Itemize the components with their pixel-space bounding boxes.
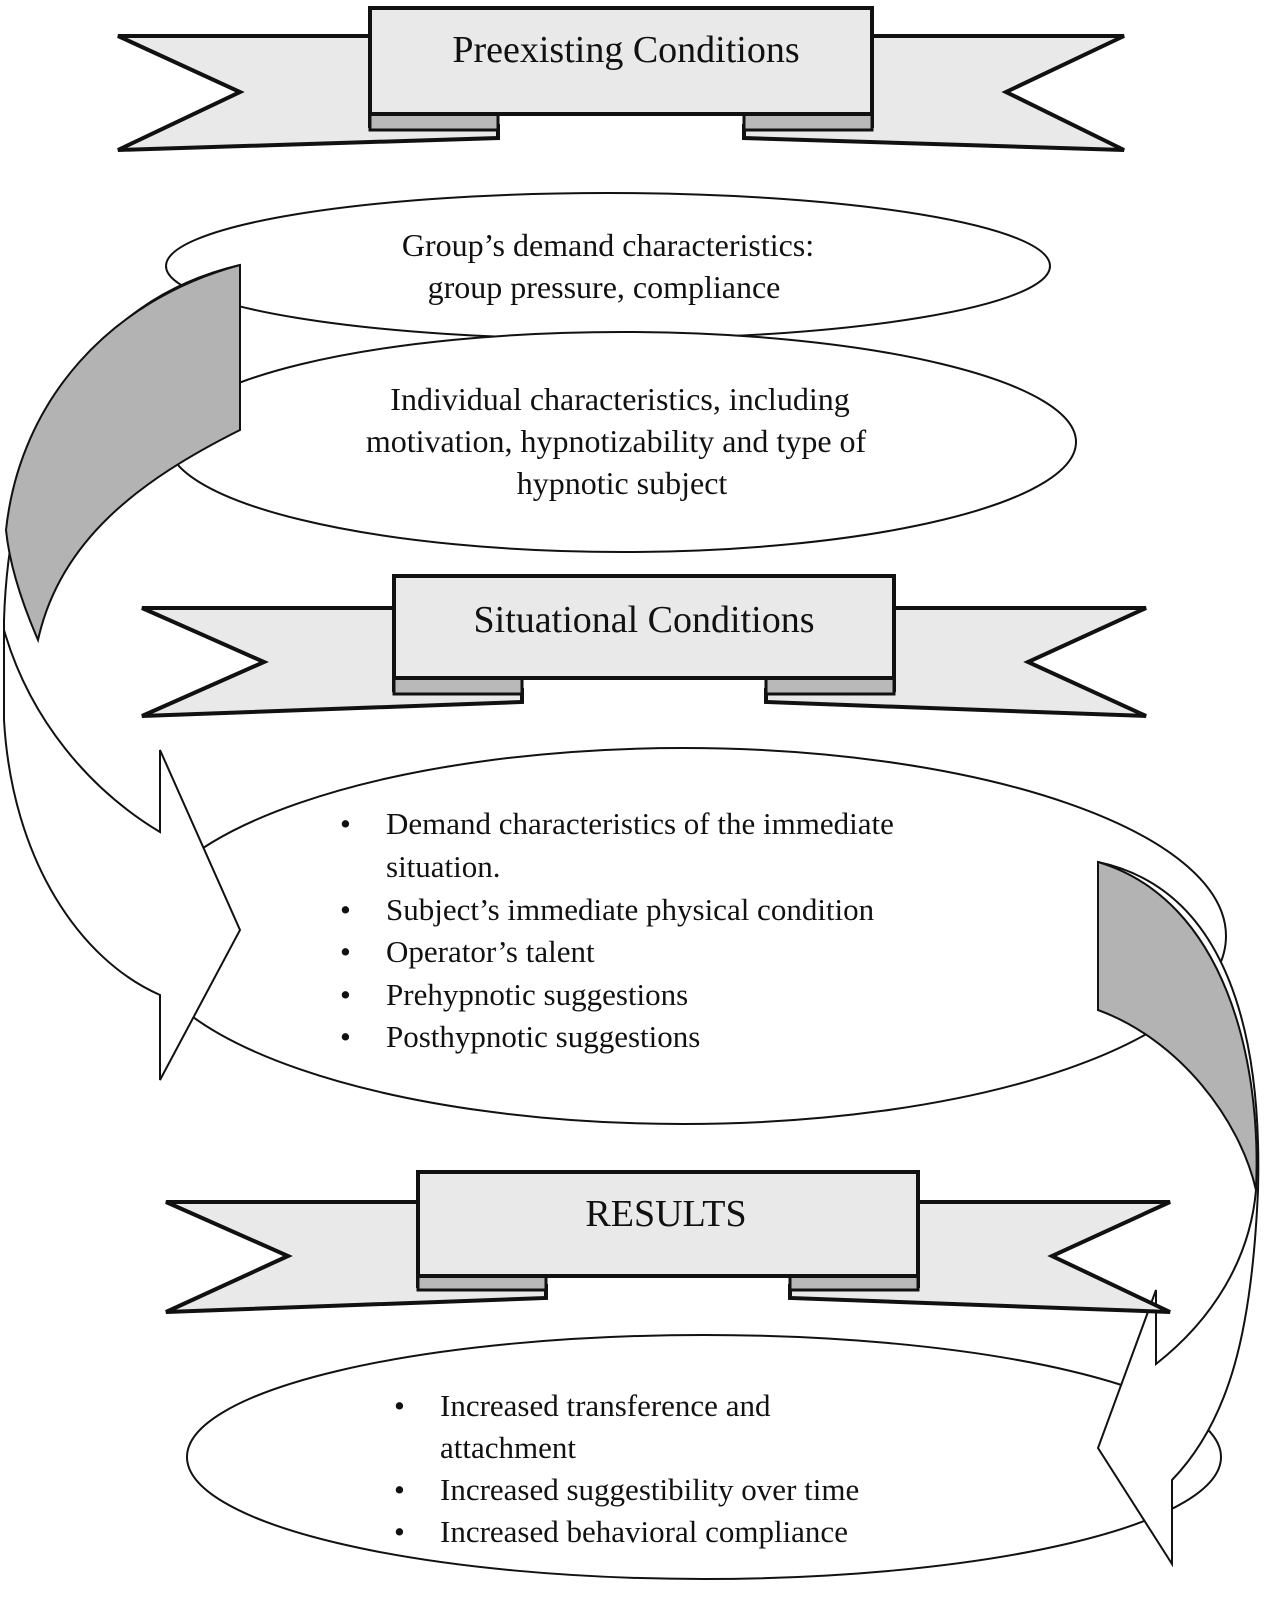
situational-banner-title: Situational Conditions — [474, 599, 815, 641]
situational-bullet: • — [340, 892, 351, 927]
situational-bullet: • — [340, 977, 351, 1012]
situational-banner: Situational Conditions — [141, 574, 1147, 718]
results-item-1-line-2: attachment — [440, 1430, 576, 1465]
situational-bullet: • — [340, 934, 351, 969]
results-banner-title: RESULTS — [585, 1193, 746, 1235]
situational-item-2: Subject’s immediate physical condition — [386, 892, 875, 927]
left-curved-arrow — [3, 263, 242, 1081]
preexisting-banner-title: Preexisting Conditions — [452, 29, 799, 71]
group-characteristics-line-1: Group’s demand characteristics: — [402, 227, 814, 263]
preexisting-banner-center — [368, 6, 874, 116]
results-ellipse — [186, 1334, 1222, 1580]
situational-bullet: • — [340, 1019, 351, 1054]
situational-item-4: Prehypnotic suggestions — [386, 977, 688, 1012]
situational-banner-center — [392, 574, 896, 680]
results-item-2: Increased suggestibility over time — [440, 1472, 859, 1507]
situational-item-1-line-1: Demand characteristics of the immediate — [386, 806, 894, 841]
situational-item-1-line-2: situation. — [386, 849, 501, 884]
results-banner: RESULTS — [165, 1170, 1171, 1314]
results-bullet: • — [394, 1514, 405, 1549]
left-arrow-gray-band — [4, 263, 241, 644]
situational-conditions-ellipse — [139, 747, 1227, 1125]
results-bullet: • — [394, 1388, 405, 1423]
situational-list: • Demand characteristics of the immediat… — [340, 806, 894, 1054]
results-item-1-line-1: Increased transference and — [440, 1388, 771, 1423]
individual-characteristics-line-3: hypnotic subject — [517, 465, 728, 501]
right-curved-arrow — [1096, 860, 1260, 1568]
results-banner-center — [416, 1170, 920, 1278]
group-characteristics-ellipse — [165, 192, 1051, 340]
situational-item-5: Posthypnotic suggestions — [386, 1019, 700, 1054]
situational-bullet: • — [340, 806, 351, 841]
group-characteristics-line-2: group pressure, compliance — [428, 269, 781, 305]
results-item-3: Increased behavioral compliance — [440, 1514, 848, 1549]
right-arrow-gray-band — [1097, 860, 1258, 1191]
results-bullet: • — [394, 1472, 405, 1507]
results-list: • Increased transference and attachment … — [394, 1388, 859, 1549]
individual-characteristics-line-2: motivation, hypnotizability and type of — [366, 423, 867, 459]
preexisting-banner: Preexisting Conditions — [117, 6, 1125, 152]
individual-characteristics-line-1: Individual characteristics, including — [390, 381, 849, 417]
situational-item-3: Operator’s talent — [386, 934, 595, 969]
